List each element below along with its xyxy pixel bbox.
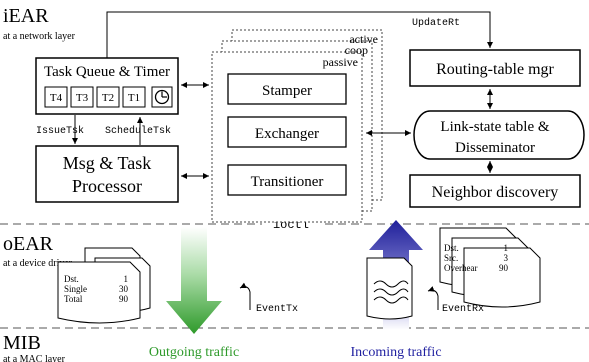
neighbor-discovery-label: Neighbor discovery (432, 184, 559, 201)
stamper-label: Stamper (262, 83, 312, 99)
task-slot: T4 (44, 86, 68, 108)
neighbor-discovery-box (409, 174, 581, 208)
outgoing-traffic-arrow (166, 227, 222, 334)
svg-text:T4: T4 (50, 92, 63, 104)
tx-value: 1 (124, 274, 129, 284)
iear-subtitle: at a network layer (3, 31, 76, 42)
svg-text:T1: T1 (128, 92, 140, 104)
rx-value: 1 (504, 243, 509, 253)
task-slot: T2 (96, 86, 120, 108)
update-rt-label: UpdateRt (412, 17, 460, 29)
rx-key: Dst. (444, 243, 459, 253)
mib-title: MIB (3, 332, 41, 354)
rx-value: 3 (504, 253, 509, 263)
tx-value: 90 (119, 294, 129, 304)
msg-processor-line1: Msg & Task (63, 153, 151, 173)
update-rt-arrow (106, 11, 493, 58)
tx-packet-stack (57, 247, 151, 324)
event-rx-arrow (427, 286, 439, 310)
event-tx-arrow (239, 282, 251, 310)
tx-value: 30 (119, 284, 129, 294)
timer-icon (151, 86, 173, 108)
msg-processor-box (35, 145, 179, 203)
routing-table-label: Routing-table mgr (436, 61, 554, 78)
rx-value: 90 (499, 263, 509, 273)
mib-subtitle: at a MAC layer (3, 354, 66, 362)
stamper-box (227, 73, 347, 105)
tx-key: Single (64, 284, 87, 294)
outgoing-traffic-label: Outgoing traffic (149, 345, 239, 360)
tx-key: Total (64, 294, 83, 304)
transitioner-label: Transitioner (251, 174, 324, 190)
exchanger-box (227, 116, 347, 148)
incoming-traffic-label: Incoming traffic (350, 345, 441, 360)
task-queue-title: Task Queue & Timer (44, 64, 170, 80)
task-slot: T3 (70, 86, 94, 108)
rx-packet-stack (439, 227, 541, 308)
svg-text:T3: T3 (76, 92, 89, 104)
rx-key: Overhear (444, 263, 477, 273)
linkstate-line1: Link-state table & (440, 119, 549, 135)
exchanger-label: Exchanger (255, 126, 319, 142)
event-rx-label: EventRx (442, 304, 484, 315)
event-tx-label: EventTx (256, 304, 298, 315)
msg-processor-line2: Processor (72, 176, 142, 196)
rx-key: Src. (444, 253, 458, 263)
transitioner-box (227, 164, 347, 196)
routing-table-box (409, 49, 581, 87)
svg-text:T2: T2 (102, 92, 114, 104)
state-label-active: active (349, 32, 378, 46)
iear-title: iEAR (3, 5, 49, 27)
state-label-coop: coop (345, 43, 368, 57)
issue-tsk-label: IssueTsk (36, 125, 84, 137)
task-slot: T1 (122, 86, 146, 108)
schedule-tsk-label: ScheduleTsk (105, 125, 171, 137)
linkstate-box (413, 110, 585, 160)
rx-document-icon (366, 257, 413, 320)
oear-title: oEAR (3, 233, 54, 255)
linkstate-line2: Disseminator (455, 140, 535, 156)
state-label-passive: passive (323, 55, 358, 69)
oear-subtitle: at a device driver (3, 258, 73, 269)
tx-key: Dst. (64, 274, 79, 284)
